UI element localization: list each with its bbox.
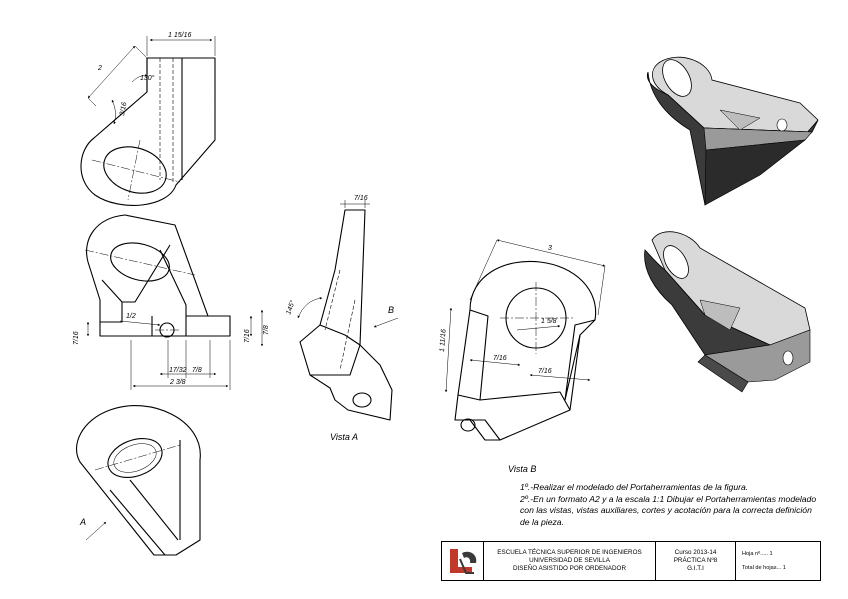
dim-front-hole: 1/2	[126, 313, 136, 320]
dim-mid-top: 7/16	[354, 195, 368, 202]
instruction-2: 2º.-En un formato A2 y a la escala 1:1 D…	[520, 493, 817, 527]
dim-front-right-h1: 7/16	[244, 329, 251, 343]
solid-model-bottom	[644, 231, 811, 393]
vista-b-label: Vista B	[508, 464, 536, 474]
dim-front-right-h2: 7/8	[263, 325, 270, 335]
dim-vb-right-t: 7/16	[538, 368, 552, 375]
sheet-cell: Hoja nº..... 1 Total de hojas... 1	[736, 542, 820, 580]
dim-front-left-h: 7/16	[73, 331, 80, 345]
vista-a-label: Vista A	[330, 432, 358, 442]
school-line-2: UNIVERSIDAD DE SEVILLA	[529, 557, 610, 564]
top-view: 1 15/16 2 130° 3/16	[80, 32, 216, 206]
dim-front-base2: 7/8	[192, 367, 202, 374]
course-year: Curso 2013-14	[674, 549, 717, 556]
vista-a: 7/16 145° B Vista A	[284, 195, 399, 442]
sheet-number: Hoja nº..... 1	[742, 551, 773, 557]
logo-cell	[442, 542, 484, 580]
course-cell: Curso 2013-14 PRÁCTICA Nº8 G.I.T.I	[656, 542, 736, 580]
dim-vb-width: 3	[548, 245, 552, 252]
arrow-a-label: A	[79, 517, 86, 527]
dim-top-length: 2	[97, 65, 102, 72]
dim-front-total: 2 3/8	[169, 379, 186, 386]
dim-front-base1: 17/32	[169, 367, 187, 374]
sheet-total: Total de hojas... 1	[742, 565, 786, 571]
degree: G.I.T.I	[687, 565, 704, 572]
front-view: 1/2 7/16 7/16 7/8 17/32 7/8 2 3/8	[73, 214, 270, 390]
side-view: A	[75, 405, 201, 556]
dim-vb-left-t: 7/16	[493, 355, 507, 362]
arrow-b-label: B	[388, 305, 394, 315]
school-logo	[449, 549, 476, 574]
solid-model-top	[646, 56, 819, 206]
title-block: ESCUELA TÉCNICA SUPERIOR DE INGENIEROS U…	[441, 541, 821, 581]
dim-mid-angle: 145°	[284, 299, 297, 316]
dim-top-small: 3/16	[119, 102, 128, 117]
dim-top-angle: 130°	[140, 74, 155, 82]
school-cell: ESCUELA TÉCNICA SUPERIOR DE INGENIEROS U…	[484, 542, 656, 580]
school-line-1: ESCUELA TÉCNICA SUPERIOR DE INGENIEROS	[497, 549, 642, 556]
dim-vb-height: 1 11/16	[439, 329, 448, 352]
dim-top-width: 1 15/16	[168, 32, 191, 39]
vista-b: 3 1 5/8 1 11/16 7/16 7/16 Vista B	[439, 239, 606, 474]
practice-number: PRÁCTICA Nº8	[673, 557, 718, 564]
school-line-3: DISEÑO ASISTIDO POR ORDENADOR	[512, 565, 626, 572]
instruction-1: 1º.-Realizar el modelado del Portaherram…	[520, 482, 749, 492]
instructions: 1º.-Realizar el modelado del Portaherram…	[520, 482, 820, 528]
dim-vb-hole: 1 5/8	[541, 318, 557, 325]
